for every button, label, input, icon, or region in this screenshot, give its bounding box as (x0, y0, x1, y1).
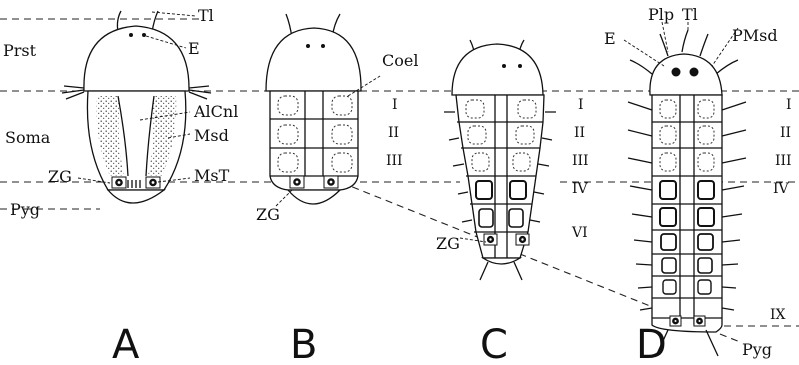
eye-b-left (306, 44, 310, 48)
label-seg-c-4: IV (572, 181, 589, 197)
label-prostomial-mesoderm: PMsd (732, 26, 778, 45)
leader-e-d (624, 40, 664, 66)
label-tentacle-d: Tl (682, 5, 698, 24)
soma-b (270, 91, 358, 190)
label-tentacle-a: Tl (198, 6, 214, 25)
label-zone-growth-b: ZG (256, 205, 280, 224)
eye-a-left (129, 33, 133, 37)
label-alimentary-canal: AlCnl (193, 102, 238, 121)
label-palp: Plp (648, 5, 674, 24)
prostomium-a (84, 26, 189, 91)
label-pygidium-d: Pyg (742, 340, 772, 359)
label-seg-d-4: IV (773, 181, 790, 197)
larva-b (266, 14, 361, 204)
label-seg-d-9: IX (770, 307, 786, 323)
label-zone-growth-a: ZG (48, 167, 72, 186)
eye-c-right (518, 64, 522, 68)
label-seg-c-3: III (572, 153, 589, 169)
label-seg-d-3: III (775, 153, 792, 169)
label-coelom: Coel (382, 51, 418, 70)
label-seg-b-3: III (386, 153, 403, 169)
label-prostomium: Prst (3, 41, 37, 60)
label-seg-d-2: II (780, 125, 791, 141)
pygidium-b (288, 190, 340, 204)
teloblast-c-right (516, 234, 529, 245)
tentacles-d (660, 30, 708, 56)
label-seg-c-1: I (578, 97, 584, 113)
teloblast-a-left (112, 177, 126, 188)
pygidium-a (108, 190, 164, 203)
eye-a-right (142, 33, 146, 37)
panel-label-a: A (112, 322, 140, 365)
teloblast-d-right (694, 316, 705, 326)
label-mesodermal-teloblast: MsT (194, 166, 230, 185)
eye-d-left (672, 68, 681, 77)
prostomium-d (650, 54, 722, 95)
label-pygidium-a: Pyg (10, 200, 40, 219)
teloblast-c-left (484, 234, 497, 245)
panel-label-b: B (290, 322, 317, 365)
label-eye-d: E (604, 29, 616, 48)
label-seg-b-1: I (392, 97, 398, 113)
label-seg-c-2: II (574, 125, 585, 141)
teloblast-b-right (324, 176, 338, 188)
prostomium-c (452, 44, 543, 95)
panel-label-d: D (636, 322, 667, 365)
label-zone-growth-c: ZG (436, 234, 460, 253)
teloblast-d-left (670, 316, 681, 326)
larva-c (444, 40, 556, 280)
label-seg-d-1: I (786, 97, 792, 113)
teloblast-b-left (290, 176, 304, 188)
larva-d (628, 30, 746, 356)
teloblast-a-right (146, 177, 160, 188)
eye-c-left (502, 64, 506, 68)
leader-tl-a (152, 12, 196, 16)
label-seg-b-2: II (388, 125, 399, 141)
eye-d-right (690, 68, 699, 77)
panel-label-c: C (480, 322, 508, 365)
label-eye-a: E (188, 39, 200, 58)
label-seg-c-6: VI (571, 225, 588, 241)
prostomium-b (266, 28, 361, 91)
soma-d (652, 95, 722, 332)
label-soma: Soma (5, 128, 51, 147)
eye-b-right (321, 44, 325, 48)
label-mesoderm: Msd (194, 126, 229, 145)
anal-cirri-c (480, 262, 522, 280)
